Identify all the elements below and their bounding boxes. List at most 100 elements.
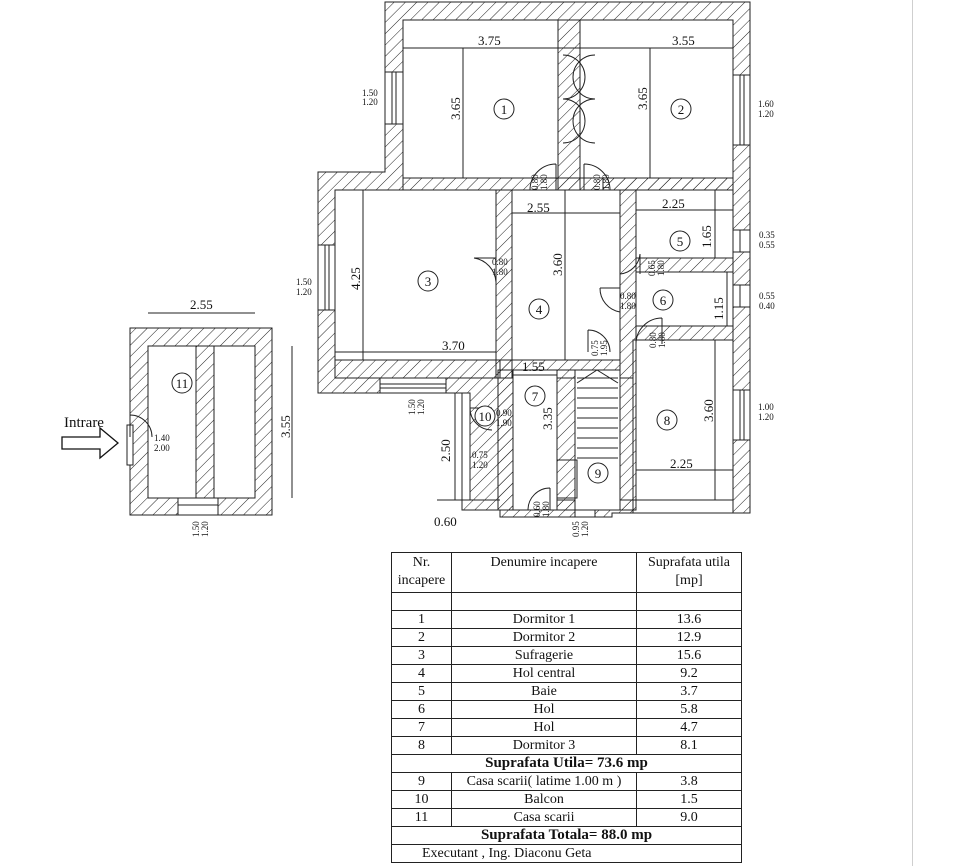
- doors: [129, 54, 663, 511]
- room-number-8: 8: [664, 413, 671, 428]
- d-r2-h: 1.80: [601, 174, 611, 190]
- subtotal-text: Suprafata Utila= 73.6 mp: [391, 754, 742, 773]
- dimension-labels: 3.75 3.55 3.65 3.65 4.25 3.70 2.55 3.60 …: [190, 33, 726, 529]
- w-r3-w: 1.50: [296, 277, 312, 287]
- entrance-label: Intrare: [64, 415, 104, 431]
- d-r6-w: 0.80: [620, 291, 636, 301]
- room-number-6: 6: [660, 293, 667, 308]
- w-r6-w: 0.55: [759, 291, 775, 301]
- d-r10-w: 0.90: [496, 408, 512, 418]
- header-nr: Nr. incapere: [391, 552, 452, 593]
- room-area-table: Nr. incapere Denumire incapere Suprafata…: [391, 552, 742, 863]
- dim-r4-width: 2.55: [527, 200, 550, 215]
- w-r11-w: 1.50: [191, 521, 201, 537]
- room-number-3: 3: [425, 274, 432, 289]
- dim-r10-width: 0.60: [434, 514, 457, 529]
- w-stair-h: 1.20: [580, 521, 590, 537]
- room-number-2: 2: [678, 102, 685, 117]
- d-r11-h: 2.00: [154, 443, 170, 453]
- w-r3-h: 1.20: [296, 287, 312, 297]
- dim-r1-height: 3.65: [448, 97, 463, 120]
- spacer-row: [391, 592, 742, 611]
- w-r5-w: 0.35: [759, 230, 775, 240]
- d-r7-w: 0.75: [590, 340, 600, 356]
- dim-r4-height: 3.60: [550, 253, 565, 276]
- room-fills: [334, 19, 734, 511]
- header-name: Denumire incapere: [451, 552, 637, 593]
- dim-r8-height: 3.60: [701, 399, 716, 422]
- sheet-edge: [912, 0, 913, 866]
- w-r11-h: 1.20: [200, 521, 210, 537]
- w-r1-w: 1.50: [362, 88, 378, 98]
- dim-r5-width: 2.25: [662, 196, 685, 211]
- d-r8-h: 1.80: [657, 332, 667, 348]
- room-numbers: 1 2 3 4 5 6 7 8 9 10 11: [176, 102, 685, 481]
- room-number-11: 11: [176, 376, 189, 391]
- room-number-10: 10: [479, 409, 492, 424]
- d-r10-h: 1.90: [496, 418, 512, 428]
- w-r6-h: 0.40: [759, 301, 775, 311]
- w-r3b-w: 1.50: [407, 399, 417, 415]
- d-r3-w: 0.80: [492, 257, 508, 267]
- room-number-1: 1: [501, 102, 508, 117]
- author-text: Executant , Ing. Diaconu Geta: [391, 844, 742, 863]
- w-stair-w: 0.95: [571, 521, 581, 537]
- header-area: Suprafata utila [mp]: [636, 552, 742, 593]
- dim-r3-width: 3.70: [442, 338, 465, 353]
- d-r7-h: 1.95: [599, 340, 609, 356]
- w-r2-w: 1.60: [758, 99, 774, 109]
- windows: [177, 71, 751, 518]
- dim-r2-width: 3.55: [672, 33, 695, 48]
- d-r6-h: 1.80: [620, 301, 636, 311]
- w-r2-h: 1.20: [758, 109, 774, 119]
- d-r1-w: 0.80: [530, 174, 540, 190]
- dim-r11-height: 3.55: [278, 415, 293, 438]
- room-number-4: 4: [536, 302, 543, 317]
- w-r1-h: 1.20: [362, 97, 378, 107]
- d-stair-h: 1.80: [541, 501, 551, 517]
- partitions: [334, 19, 734, 511]
- dim-r5-height: 1.65: [699, 225, 714, 248]
- d-r5-w: 0.65: [647, 260, 657, 276]
- author-row: Executant , Ing. Diaconu Geta: [391, 844, 742, 863]
- entrance-arrow: Intrare: [61, 415, 120, 460]
- d-r11-w: 1.40: [154, 433, 170, 443]
- opening-labels: 1.50 1.20 1.60 1.20 0.80 1.80 0.80 1.80 …: [154, 88, 775, 537]
- w-r3b-h: 1.20: [416, 399, 426, 415]
- w-r10-h: 1.20: [472, 460, 488, 470]
- stair-house: [126, 327, 273, 516]
- d-r8-w: 0.80: [648, 332, 658, 348]
- dim-r8-width: 2.25: [670, 456, 693, 471]
- d-r1-h: 1.80: [539, 174, 549, 190]
- d-r3-h: 1.80: [492, 267, 508, 277]
- total-text: Suprafata Totala= 88.0 mp: [391, 826, 742, 845]
- w-r10-w: 0.75: [472, 450, 488, 460]
- d-r5-h: 1.80: [656, 260, 666, 276]
- dim-r6-height: 1.15: [711, 297, 726, 320]
- floor-plan: Intrare 1 2 3 4 5 6 7 8 9 10 11 3.75 3: [61, 1, 775, 537]
- room-number-9: 9: [595, 466, 602, 481]
- dim-r10-height: 2.50: [438, 439, 453, 462]
- dim-r1-width: 3.75: [478, 33, 501, 48]
- room-number-5: 5: [677, 234, 684, 249]
- w-r8-w: 1.00: [758, 402, 774, 412]
- dim-r3-height: 4.25: [348, 267, 363, 290]
- d-r2-w: 0.80: [592, 174, 602, 190]
- d-stair-w: 0.60: [532, 501, 542, 517]
- dimension-lines: [148, 47, 733, 501]
- dim-r2-height: 3.65: [635, 87, 650, 110]
- room-labels: [171, 98, 692, 484]
- w-r8-h: 1.20: [758, 412, 774, 422]
- dim-r7-height: 3.35: [540, 407, 555, 430]
- room-number-7: 7: [532, 389, 539, 404]
